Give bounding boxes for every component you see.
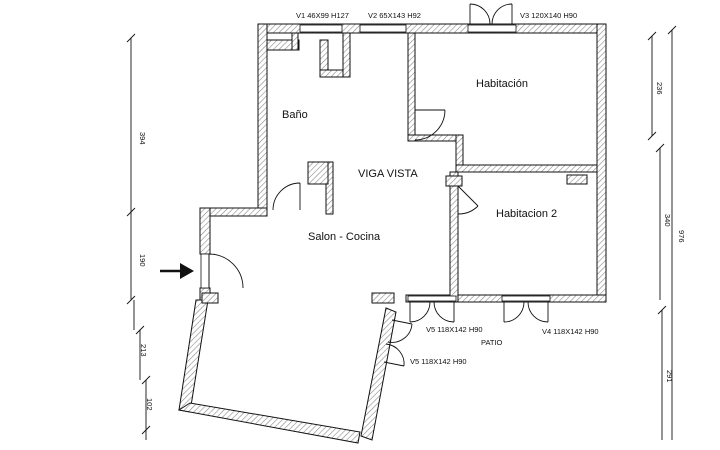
window-label-v5-slanted: V5 118X142 H90 [410,357,467,366]
dim-left-190: 190 [138,254,147,267]
dim-right-976: 976 [677,230,686,243]
window-v4 [501,295,551,302]
dim-right-340: 340 [663,214,672,227]
window-label-v4: V4 118X142 H90 [542,327,599,336]
dim-left-394: 394 [138,132,147,145]
window-v5-top [407,295,457,302]
room-label-habitacion: Habitación [476,78,528,90]
window-v2 [359,24,407,33]
left-dimension-line [126,33,151,440]
right-dimension-lines [647,25,677,440]
room-label-viga-vista: VIGA VISTA [358,168,418,180]
dim-right-291: 291 [665,370,674,383]
window-label-v1: V1 46X99 H127 [296,11,349,20]
room-label-salon-cocina: Salon - Cocina [308,231,381,243]
openings [200,24,551,302]
dim-right-236: 236 [655,82,664,95]
entrance-opening [200,253,210,289]
door-swings [208,3,549,367]
exterior-walls [199,23,607,303]
room-label-patio: PATIO [481,338,503,347]
interior-walls [201,32,598,304]
dim-left-213: 213 [139,344,148,357]
window-v3 [467,24,517,33]
window-label-v3: V3 120X140 H90 [520,11,577,20]
entrance-arrow-icon [160,263,194,279]
window-label-v5-top: V5 118X142 H90 [426,325,483,334]
slanted-walls [177,299,397,444]
window-v1 [299,24,343,33]
room-label-bano: Baño [282,109,308,121]
room-label-habitacion-2: Habitacion 2 [496,208,557,220]
window-label-v2: V2 65X143 H92 [368,11,421,20]
dim-left-102: 102 [145,398,154,411]
